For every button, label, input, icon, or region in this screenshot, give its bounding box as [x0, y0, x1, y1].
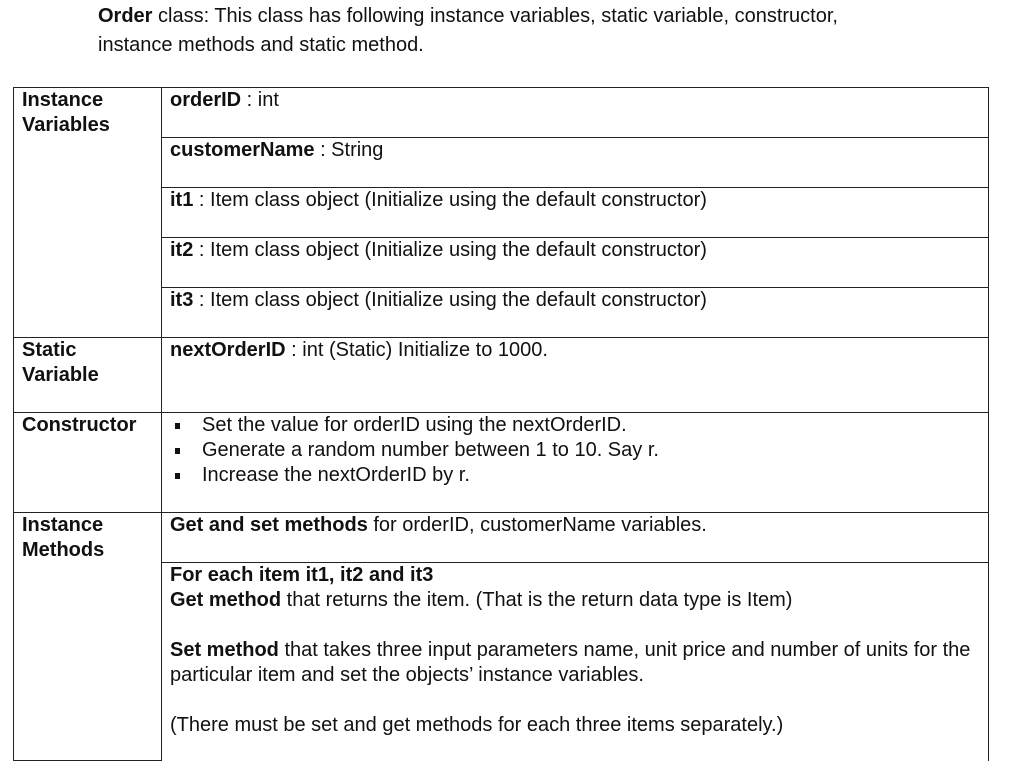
var-customername: customerName : String	[161, 137, 989, 188]
set-method-desc: Set method that takes three input parame…	[170, 638, 980, 688]
label-static-variable: Static Variable	[13, 337, 162, 413]
methods-items: For each item it1, it2 and it3 Get metho…	[161, 562, 989, 761]
var-it3: it3 : Item class object (Initialize usin…	[161, 287, 989, 338]
var-nextorderid: nextOrderID : int (Static) Initialize to…	[161, 337, 989, 413]
items-note: (There must be set and get methods for e…	[170, 714, 784, 736]
var-name: orderID	[170, 89, 242, 111]
bullet-text: Increase the nextOrderID by r.	[202, 464, 470, 486]
method-bold: Get and set methods	[170, 514, 368, 536]
method-bold: Set method	[170, 639, 279, 661]
var-name: it2	[170, 239, 194, 261]
get-method-desc: Get method that returns the item. (That …	[170, 588, 980, 613]
class-name: Order	[98, 5, 153, 27]
constructor-steps: Set the value for orderID using the next…	[161, 412, 989, 513]
var-desc: : int (Static) Initialize to 1000.	[285, 339, 548, 361]
var-name: it3	[170, 289, 194, 311]
label-text: Static	[22, 339, 77, 361]
method-text: for orderID, customerName variables.	[367, 514, 707, 536]
class-spec-table: Instance Variables orderID : int custome…	[13, 87, 989, 761]
var-desc: : Item class object (Initialize using th…	[193, 239, 707, 261]
bullet-text: Generate a random number between 1 to 10…	[202, 439, 659, 461]
heading-text: For each item it1, it2 and it3	[170, 564, 434, 586]
var-desc: : String	[314, 139, 384, 161]
label-instance-variables: Instance Variables	[13, 87, 162, 338]
methods-get-set-basic: Get and set methods for orderID, custome…	[161, 512, 989, 563]
var-desc: : int	[241, 89, 279, 111]
list-item: Increase the nextOrderID by r.	[170, 463, 980, 488]
square-bullet-icon	[175, 448, 180, 454]
list-item: Set the value for orderID using the next…	[170, 413, 980, 438]
table-row: Constructor Set the value for orderID us…	[13, 412, 989, 513]
table-row: For each item it1, it2 and it3 Get metho…	[14, 562, 989, 761]
list-item: Generate a random number between 1 to 10…	[170, 438, 980, 463]
var-name: customerName	[170, 139, 315, 161]
var-it2: it2 : Item class object (Initialize usin…	[161, 237, 989, 288]
table-row: Instance Methods Get and set methods for…	[13, 512, 989, 761]
square-bullet-icon	[175, 473, 180, 479]
label-constructor: Constructor	[13, 412, 162, 513]
var-desc: : Item class object (Initialize using th…	[193, 189, 707, 211]
method-text: that takes three input parameters name, …	[170, 639, 971, 686]
method-text: that returns the item. (That is the retu…	[281, 589, 793, 611]
table-row: Instance Variables orderID : int	[13, 87, 989, 338]
var-name: it1	[170, 189, 194, 211]
var-it1: it1 : Item class object (Initialize usin…	[161, 187, 989, 238]
method-bold: Get method	[170, 589, 282, 611]
var-desc: : Item class object (Initialize using th…	[193, 289, 707, 311]
bullet-text: Set the value for orderID using the next…	[202, 414, 627, 436]
label-text: Instance	[22, 514, 104, 536]
intro-text-1: class: This class has following instance…	[152, 5, 838, 27]
square-bullet-icon	[175, 423, 180, 429]
bullet-list: Set the value for orderID using the next…	[170, 413, 980, 488]
table-row: it3 : Item class object (Initialize usin…	[14, 287, 989, 338]
var-name: nextOrderID	[170, 339, 286, 361]
items-heading: For each item it1, it2 and it3	[170, 563, 980, 588]
label-text: Variable	[22, 364, 99, 386]
label-text: Variables	[22, 114, 110, 136]
label-text: Instance	[22, 89, 104, 111]
label-text: Methods	[22, 539, 105, 561]
intro-text-2: instance methods and static method.	[98, 34, 424, 56]
table-row: customerName : String	[14, 137, 989, 188]
var-orderid: orderID : int	[161, 87, 989, 138]
table-row: Static Variable nextOrderID : int (Stati…	[13, 337, 989, 413]
table-row: it2 : Item class object (Initialize usin…	[14, 237, 989, 288]
intro-paragraph: Order class: This class has following in…	[98, 2, 998, 60]
label-instance-methods: Instance Methods	[13, 512, 162, 761]
table-row: it1 : Item class object (Initialize usin…	[14, 187, 989, 238]
